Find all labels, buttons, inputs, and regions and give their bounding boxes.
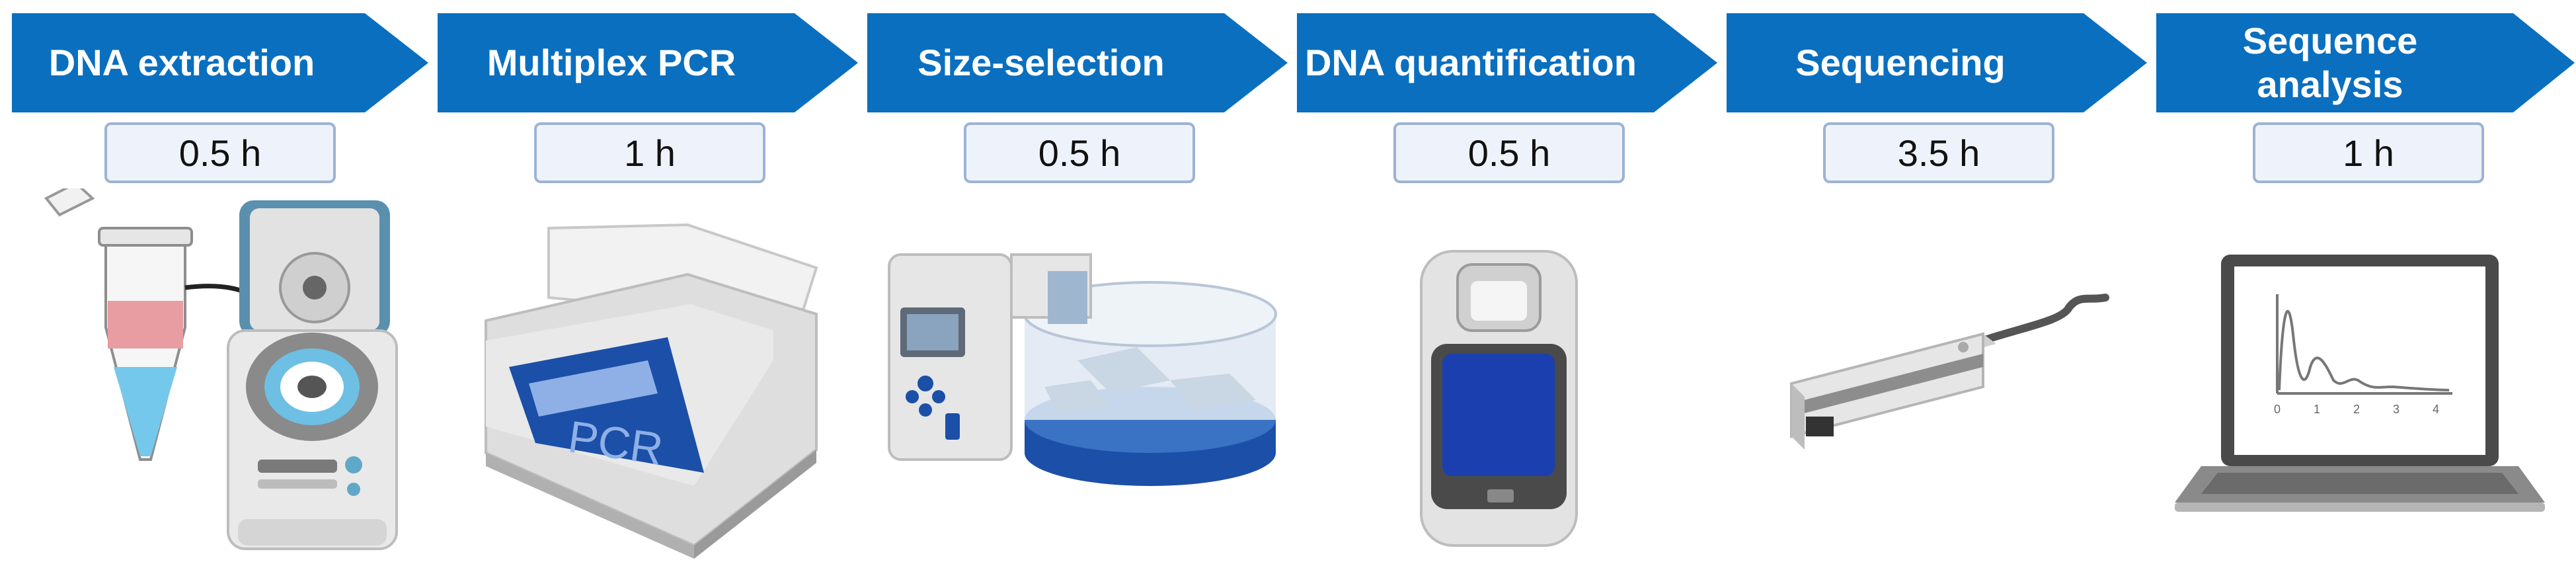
step-arrow: [2156, 13, 2575, 112]
axis-tick: 4: [2433, 403, 2439, 416]
axis-tick: 0: [2274, 403, 2281, 416]
step-dna-quantification: DNA quantification 0.5 h: [1289, 0, 1719, 566]
pcr-thermocycler-icon: PCR: [485, 223, 818, 559]
step-duration: 1 h: [534, 122, 765, 183]
centrifuge-icon: [44, 188, 398, 550]
step-arrow: [1297, 13, 1717, 112]
laptop-chart-icon: 0 1 2 3 4: [2175, 255, 2545, 512]
step-title: DNA quantification: [1305, 42, 1637, 83]
step-arrow: [1727, 13, 2147, 112]
step-duration: 0.5 h: [104, 122, 336, 183]
nanopore-sequencer-icon: [1790, 294, 2109, 450]
step-size-selection: Size-selection 0.5 h: [859, 0, 1289, 566]
step-title: Size-selection: [917, 42, 1165, 83]
step-arrow: [867, 13, 1288, 112]
axis-tick: 1: [2314, 403, 2320, 416]
step-duration: 0.5 h: [1393, 122, 1625, 183]
step-duration: 1 h: [2253, 122, 2484, 183]
size-selection-instrument-icon: [888, 253, 1277, 486]
fluorometer-icon: [1420, 250, 1578, 547]
step-dna-extraction: DNA extraction 0.5 h: [0, 0, 430, 566]
step-sequence-analysis: Sequence analysis 1 h 0 1 2 3 4: [2148, 0, 2576, 566]
axis-tick: 2: [2353, 403, 2360, 416]
step-multiplex-pcr: Multiplex PCR 1 h PCR: [430, 0, 859, 566]
step-arrow: [12, 13, 428, 112]
step-title: Sequence analysis: [2242, 20, 2418, 105]
step-arrow: [438, 13, 858, 112]
step-title: Multiplex PCR: [487, 42, 736, 83]
step-title: DNA extraction: [48, 42, 315, 83]
step-duration: 0.5 h: [964, 122, 1195, 183]
step-duration: 3.5 h: [1823, 122, 2054, 183]
step-sequencing: Sequencing 3.5 h: [1719, 0, 2148, 566]
step-title: Sequencing: [1795, 42, 2006, 83]
axis-tick: 3: [2393, 403, 2400, 416]
